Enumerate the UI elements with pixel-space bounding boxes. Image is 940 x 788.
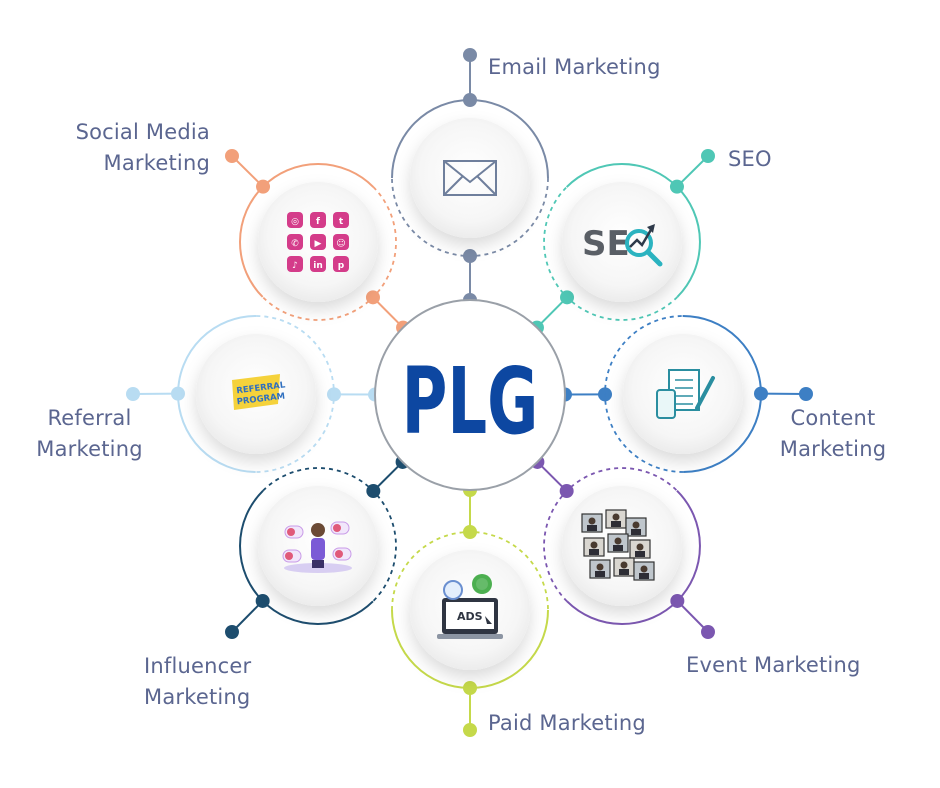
event-photos-icon — [581, 509, 655, 581]
social-glyph: f — [316, 217, 320, 227]
label-referral-line-1: Referral — [47, 406, 132, 430]
label-influencer-line-1: Influencer — [144, 654, 252, 678]
label-content-line-1: Content — [790, 406, 876, 430]
disc-seo — [562, 182, 682, 302]
ring-dashed-content — [604, 315, 684, 473]
dot-label-paid — [463, 723, 477, 737]
center-node: PLG — [374, 299, 566, 491]
dot-label-influencer — [225, 625, 239, 639]
dot-label-content — [799, 387, 813, 401]
social-glyph: ◎ — [291, 217, 299, 227]
label-content-marketing: Content Marketing — [768, 403, 898, 465]
seo-icon-text: SE — [582, 224, 630, 264]
ring-solid-social — [239, 163, 375, 298]
dot-label-event — [701, 625, 715, 639]
label-paid-line-1: Paid Marketing — [488, 711, 646, 735]
label-event-marketing: Event Marketing — [686, 650, 861, 681]
label-influencer-line-2: Marketing — [144, 685, 251, 709]
label-social-media-marketing: Social Media Marketing — [48, 117, 210, 179]
dot-label-referral — [126, 387, 140, 401]
label-social-line-1: Social Media — [75, 120, 210, 144]
dot-label-seo — [701, 149, 715, 163]
social-glyph: ☺ — [336, 238, 345, 249]
ring-dashed-social — [262, 186, 397, 321]
ring-dashed-referral — [255, 315, 335, 473]
label-social-line-2: Marketing — [103, 151, 210, 175]
ring-dashed-paid — [391, 531, 549, 611]
seo-magnifier-icon: SE — [582, 224, 663, 267]
center-circle — [374, 299, 566, 491]
ring-dashed-seo — [543, 186, 678, 321]
social-glyph: t — [339, 217, 344, 227]
label-event-line-1: Event Marketing — [686, 653, 861, 677]
label-paid-marketing: Paid Marketing — [488, 708, 646, 739]
label-seo-line-1: SEO — [728, 147, 772, 171]
social-glyph: in — [313, 261, 323, 271]
connector-outer-event — [676, 600, 709, 633]
ring-solid-event — [566, 489, 701, 625]
connector-outer-seo — [676, 155, 709, 188]
ring-dashed-influencer — [262, 467, 397, 602]
envelope-icon — [443, 160, 497, 196]
dot-label-email — [463, 48, 477, 62]
dot-label-social — [225, 149, 239, 163]
connector-seo — [536, 296, 568, 329]
social-media-grid-icon: ◎ f t ✆ ▶ ☺ ♪ in p — [287, 212, 349, 272]
connector-outer-influencer — [231, 600, 264, 633]
label-influencer-marketing: Influencer Marketing — [144, 651, 251, 713]
label-referral-line-2: Marketing — [36, 437, 143, 461]
influencer-icon — [282, 521, 352, 573]
label-seo: SEO — [728, 144, 772, 175]
ads-monitor-icon: ADS — [437, 574, 503, 639]
ring-solid-content — [682, 315, 762, 473]
ring-dashed-event — [543, 467, 678, 602]
ring-dashed-email — [391, 177, 549, 257]
center-label: PLG — [402, 348, 539, 456]
ring-solid-referral — [177, 315, 257, 473]
connector-outer-social — [231, 155, 264, 188]
social-glyph: p — [338, 261, 345, 271]
node-rings — [177, 99, 762, 689]
label-email-line-1: Email Marketing — [488, 55, 661, 79]
disc-email — [410, 118, 530, 238]
social-glyph: ✆ — [291, 239, 299, 249]
social-glyph: ▶ — [315, 239, 322, 249]
ads-icon-text: ADS — [457, 610, 483, 623]
label-email-marketing: Email Marketing — [488, 52, 661, 83]
ring-solid-influencer — [239, 489, 374, 625]
label-referral-marketing: Referral Marketing — [22, 403, 157, 465]
ring-solid-seo — [565, 163, 701, 298]
label-content-line-2: Marketing — [779, 437, 887, 461]
social-glyph: ♪ — [292, 261, 298, 271]
document-pen-icon — [656, 369, 715, 419]
ring-solid-email — [391, 99, 549, 179]
ring-solid-paid — [391, 609, 549, 689]
connector-social — [372, 296, 404, 329]
